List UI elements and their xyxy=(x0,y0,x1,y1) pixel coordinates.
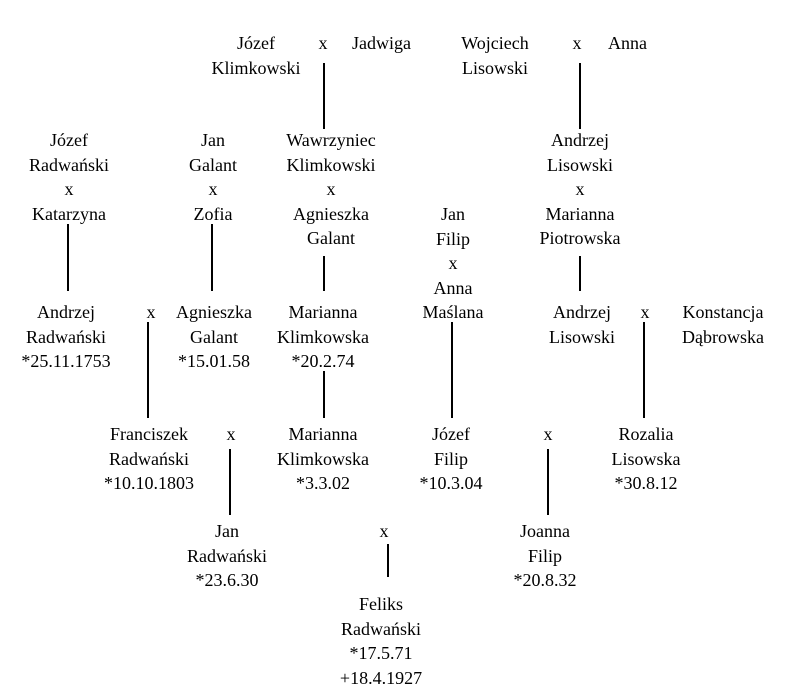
descent-line xyxy=(451,322,453,418)
person-rozalia-lisowska: Rozalia Lisowska *30.8.12 xyxy=(611,424,681,493)
couple-galant-zofia: Jan Galant x Zofia xyxy=(189,130,237,224)
person-jozef-filip: Józef Filip *10.3.04 xyxy=(419,424,483,493)
descent-line xyxy=(211,224,213,291)
descent-line xyxy=(643,322,645,418)
descent-line xyxy=(579,256,581,291)
descent-line xyxy=(323,371,325,418)
person-marianna-klimkowska-2: Marianna Klimkowska *3.3.02 xyxy=(277,424,369,493)
descent-line xyxy=(147,322,149,418)
person-agnieszka-galant: Agnieszka Galant *15.01.58 xyxy=(176,302,252,371)
couple-filip-maslana: Jan Filip x Anna Maślana xyxy=(422,204,484,322)
descent-line xyxy=(323,63,325,129)
couple-radwanski-katarzyna: Józef Radwański x Katarzyna xyxy=(29,130,109,224)
marriage-mark: x xyxy=(379,521,389,541)
marriage-mark: x xyxy=(318,33,328,53)
person-feliks-radwanski: Feliks Radwański *17.5.71 +18.4.1927 xyxy=(339,594,423,688)
couple-lisowski-piotrowska: Andrzej Lisowski x Marianna Piotrowska xyxy=(539,130,621,248)
marriage-mark: x xyxy=(226,424,236,444)
descent-line xyxy=(547,449,549,515)
descent-line xyxy=(579,63,581,129)
person-joanna-filip: Joanna Filip *20.8.32 xyxy=(513,521,577,590)
descent-line xyxy=(387,544,389,577)
person-jan-radwanski: Jan Radwański *23.6.30 xyxy=(187,521,267,590)
person-andrzej-radwanski: Andrzej Radwański *25.11.1753 xyxy=(21,302,111,371)
person-andrzej-lisowski: Andrzej Lisowski xyxy=(548,302,616,347)
person-konstancja-dabrowska: Konstancja Dąbrowska xyxy=(682,302,764,347)
marriage-mark: x xyxy=(146,302,156,322)
couple-klimkowski-galant: Wawrzyniec Klimkowski x Agnieszka Galant xyxy=(286,130,376,248)
person-marianna-klimkowska: Marianna Klimkowska *20.2.74 xyxy=(277,302,369,371)
person-wojciech-lisowski: Wojciech Lisowski xyxy=(461,33,529,78)
marriage-mark: x xyxy=(543,424,553,444)
descent-line xyxy=(67,224,69,291)
marriage-mark: x xyxy=(640,302,650,322)
person-anna: Anna xyxy=(608,33,647,53)
person-jadwiga: Jadwiga xyxy=(352,33,411,53)
descent-line xyxy=(323,256,325,291)
person-jozef-klimkowski: Józef Klimkowski xyxy=(211,33,301,78)
person-franciszek-radwanski: Franciszek Radwański *10.10.1803 xyxy=(104,424,194,493)
descent-line xyxy=(229,449,231,515)
marriage-mark: x xyxy=(572,33,582,53)
